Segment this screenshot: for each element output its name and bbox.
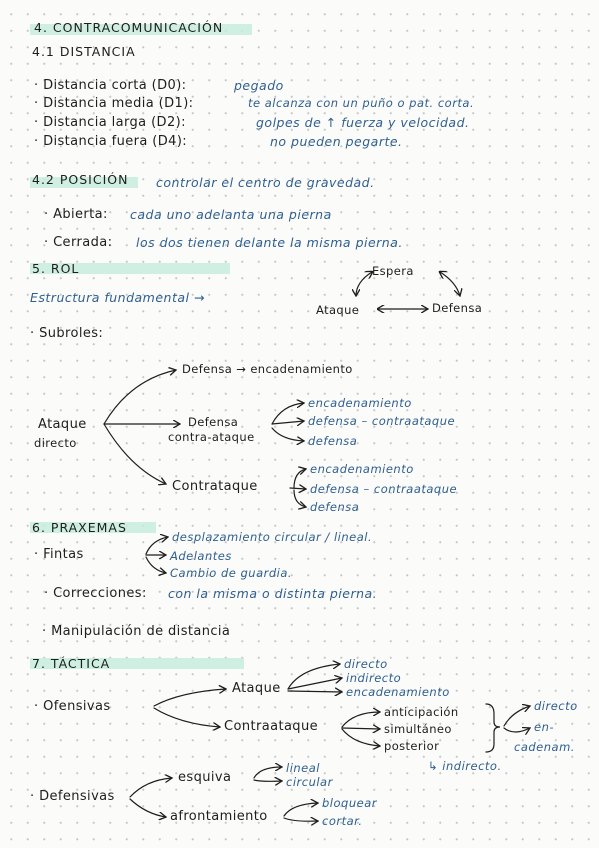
highlight-bar xyxy=(30,522,156,533)
tactica-afrontamiento: afrontamiento xyxy=(170,809,268,824)
posicion-abierta-label: · Abierta: xyxy=(44,207,108,222)
defensa-contraataque-1: Defensa xyxy=(188,415,239,429)
section-5-title: 5. ROL xyxy=(32,261,80,276)
ataque-opt-3: encadenamiento xyxy=(346,685,450,699)
distance-larga-label: · Distancia larga (D2): xyxy=(34,115,186,130)
posicion-abierta-value: cada uno adelanta una pierna xyxy=(130,207,332,222)
afront-opt-1: bloquear xyxy=(322,796,377,810)
distance-corta-value: pegado xyxy=(234,78,284,93)
distance-fuera-value: no pueden pegarte. xyxy=(270,134,403,149)
highlight-bar xyxy=(30,177,138,188)
fintas-opt-2: Adelantes xyxy=(170,549,232,563)
contra-result-3: cadenam. xyxy=(514,740,575,754)
distance-media-value: te alcanza con un puño o pat. corta. xyxy=(248,96,475,110)
highlight-bar xyxy=(30,658,244,669)
section-4-title: 4. CONTRACOMUNICACIÓN xyxy=(34,20,224,35)
distance-larga-value: golpes de ↑ fuerza y velocidad. xyxy=(256,115,470,130)
subroles-label: · Subroles: xyxy=(30,326,104,341)
ct-opt-3: defensa xyxy=(310,500,360,514)
highlight-bar xyxy=(30,263,230,274)
ataque-directo-1: Ataque xyxy=(38,417,87,432)
contra-opt-2: simultáneo xyxy=(384,722,452,736)
afront-opt-2: cortar. xyxy=(322,814,363,828)
ofensivas-label: · Ofensivas xyxy=(34,699,111,714)
dc-opt-3: defensa xyxy=(308,434,358,448)
distance-fuera-label: · Distancia fuera (D4): xyxy=(34,134,188,149)
manipulacion-distancia: · Manipulación de distancia xyxy=(42,624,231,639)
dc-opt-2: defensa – contraataque xyxy=(308,414,456,428)
ataque-directo-2: directo xyxy=(34,436,77,450)
esquiva-opt-2: circular xyxy=(286,775,333,789)
distance-media-label: · Distancia media (D1): xyxy=(34,96,194,111)
rol-ataque: Ataque xyxy=(316,303,360,317)
tactica-esquiva: esquiva xyxy=(178,770,232,785)
estructura-fundamental: Estructura fundamental → xyxy=(30,290,205,305)
esquiva-opt-1: lineal xyxy=(286,761,320,775)
distance-corta-label: · Distancia corta (D0): xyxy=(34,78,187,93)
posicion-cerrada-label: · Cerrada: xyxy=(44,235,113,250)
contra-result-1: directo xyxy=(534,699,578,713)
ataque-opt-2: indirecto xyxy=(346,671,402,685)
defensivas-label: · Defensivas xyxy=(30,789,115,804)
posicion-cerrada-value: los dos tienen delante la misma pierna. xyxy=(136,235,403,250)
defensa-encadenamiento: Defensa → encadenamiento xyxy=(182,362,353,376)
correcciones-label: · Correcciones: xyxy=(44,586,147,601)
ct-opt-1: encadenamiento xyxy=(310,462,414,476)
fintas-opt-1: desplazamiento circular / lineal. xyxy=(172,530,373,544)
section-4-1-title: 4.1 DISTANCIA xyxy=(32,44,136,59)
fintas-opt-3: Cambio de guardia. xyxy=(170,566,293,580)
section-4-2-title: 4.2 POSICIÓN xyxy=(32,172,129,187)
section-6-title: 6. PRAXEMAS xyxy=(32,520,127,535)
fintas-label: · Fintas xyxy=(34,547,84,562)
ct-opt-2: defensa – contraataque xyxy=(310,482,458,496)
dc-opt-1: encadenamiento xyxy=(308,396,412,410)
contrataque-label: Contrataque xyxy=(172,479,258,494)
contra-result-2: en- xyxy=(534,720,555,734)
highlight-bar xyxy=(30,24,252,35)
contra-indirecto: ↳ indirecto. xyxy=(428,759,502,773)
posicion-note: controlar el centro de gravedad. xyxy=(156,175,375,190)
contra-opt-3: posterior xyxy=(384,739,440,753)
tactica-ataque: Ataque xyxy=(232,681,281,696)
contra-opt-1: anticipación xyxy=(384,705,459,719)
tactica-contraataque: Contraataque xyxy=(224,719,318,734)
defensa-contraataque-2: contra-ataque xyxy=(168,430,255,444)
correcciones-value: con la misma o distinta pierna. xyxy=(168,586,378,601)
rol-defensa: Defensa xyxy=(432,301,483,315)
section-7-title: 7. TÁCTICA xyxy=(32,656,111,671)
rol-espera: Espera xyxy=(372,264,414,278)
ataque-opt-1: directo xyxy=(344,657,388,671)
